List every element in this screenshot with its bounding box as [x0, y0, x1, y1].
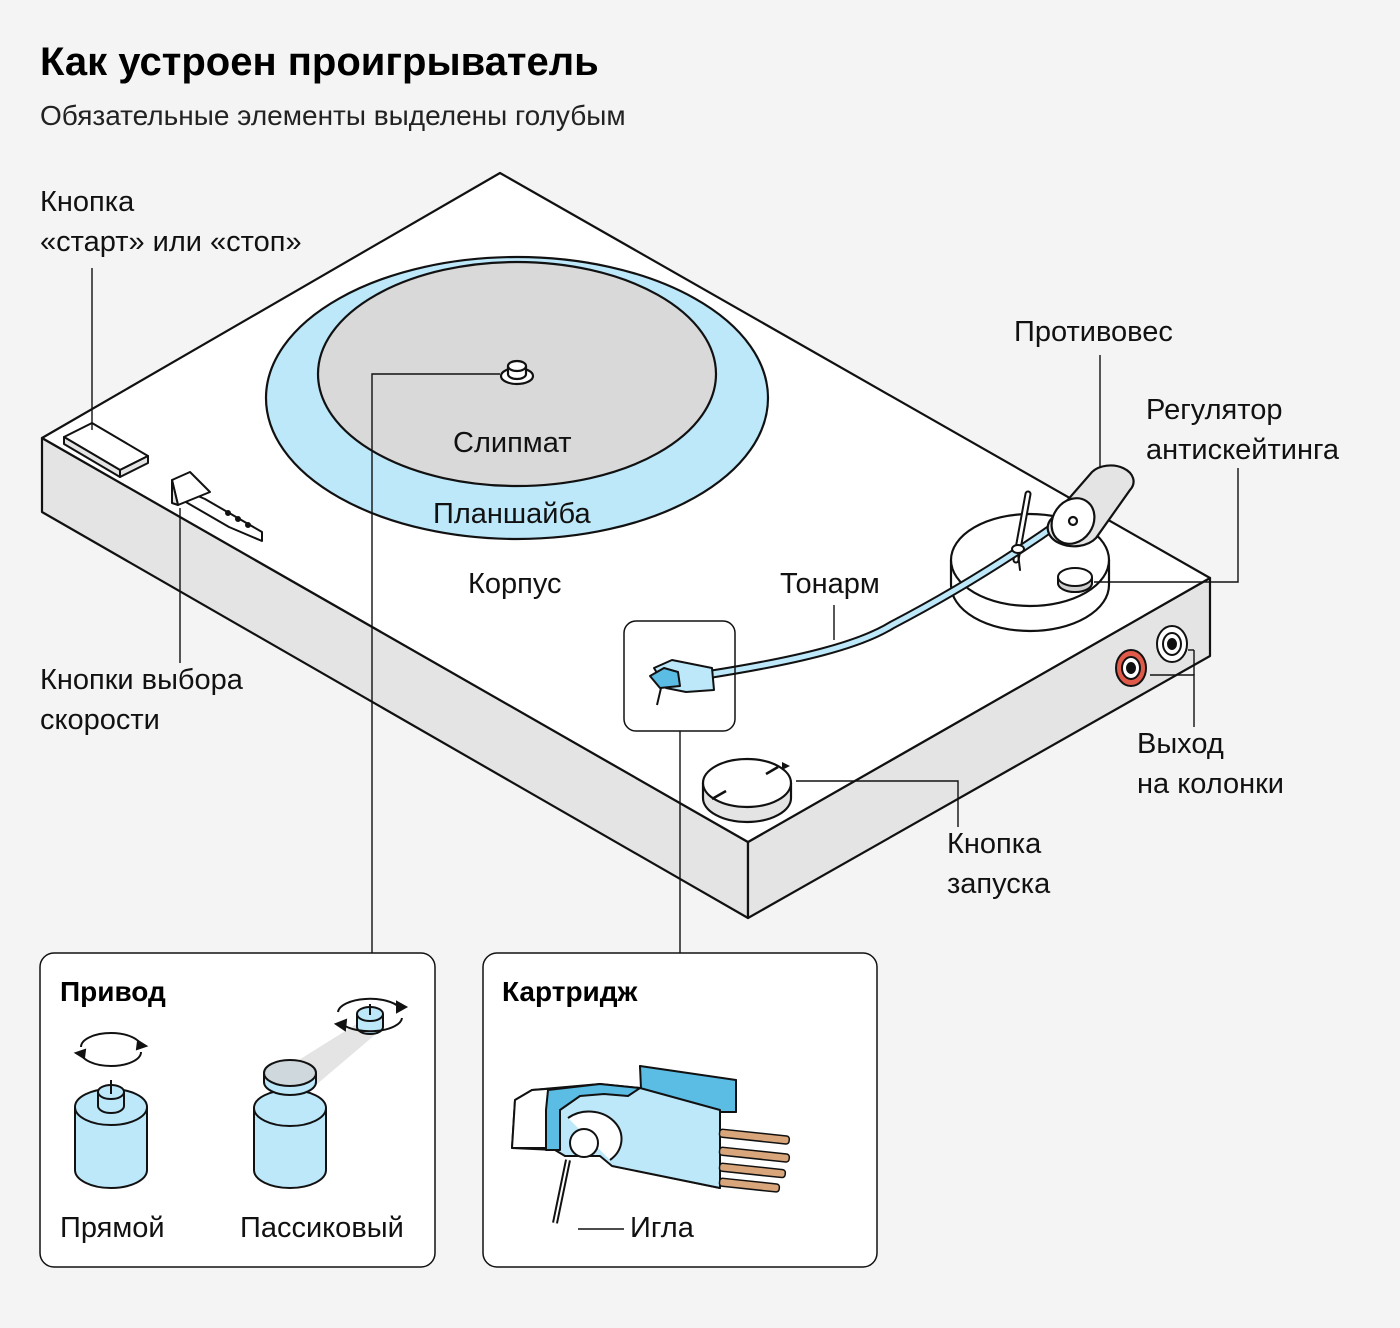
label-slipmat: Слипмат — [453, 427, 572, 459]
label-speed-line2: скорости — [40, 704, 160, 736]
label-output-line2: на колонки — [1137, 768, 1284, 800]
label-antiskating-line2: антискейтинга — [1146, 434, 1340, 466]
leader-lines — [91, 268, 1239, 955]
direct-drive-icon — [73, 1032, 149, 1189]
page-title: Как устроен проигрыватель — [40, 40, 599, 84]
speed-selector — [171, 471, 263, 542]
label-launch-line2: запуска — [947, 868, 1051, 900]
antiskating-knob — [1057, 567, 1093, 593]
counterweight — [1046, 464, 1135, 548]
label-body: Корпус — [468, 568, 562, 600]
label-speed-line1: Кнопки выбора — [40, 664, 243, 696]
label-belt-drive: Пассиковый — [240, 1212, 404, 1244]
start-stop-button — [63, 422, 149, 478]
cartridge-box-title: Картридж — [502, 976, 638, 1007]
label-launch-line1: Кнопка — [947, 828, 1042, 860]
output-jacks — [1115, 625, 1188, 687]
headshell — [649, 659, 715, 706]
launch-knob — [701, 757, 793, 824]
platter — [264, 255, 770, 541]
label-platter: Планшайба — [433, 498, 591, 530]
cartridge-detail-icon — [511, 1065, 791, 1224]
label-start-stop-line1: Кнопка — [40, 186, 135, 218]
belt-drive-icon — [253, 997, 409, 1189]
drive-box-title: Привод — [60, 976, 166, 1007]
label-needle: Игла — [630, 1212, 694, 1244]
label-tonearm: Тонарм — [780, 568, 880, 600]
label-counterweight: Противовес — [1014, 316, 1173, 348]
drive-box-frame — [39, 952, 436, 1268]
label-start-stop-line2: «старт» или «стоп» — [40, 226, 302, 258]
label-antiskating-line1: Регулятор — [1146, 394, 1283, 426]
label-output-line1: Выход — [1137, 728, 1224, 760]
tonearm-tube — [707, 513, 1071, 679]
page-subtitle: Обязательные элементы выделены голубым — [40, 100, 626, 131]
label-direct-drive: Прямой — [60, 1212, 165, 1244]
